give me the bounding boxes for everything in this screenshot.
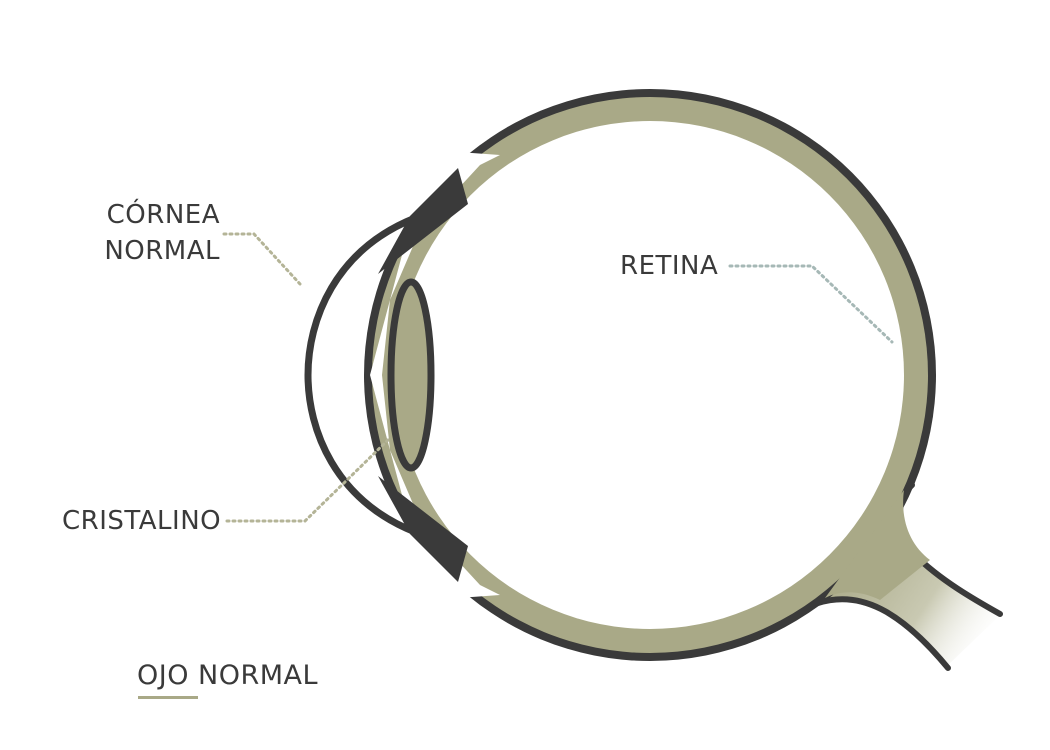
- optic-nerve-gap: [825, 490, 930, 600]
- cristalino-leader-line: [225, 438, 390, 523]
- cornea-label: CÓRNEA NORMAL: [100, 197, 220, 269]
- retina-label: RETINA: [620, 251, 719, 281]
- vitreous-cavity: [396, 121, 904, 629]
- iris-lower: [378, 476, 468, 582]
- diagram-title: OJO NORMAL: [137, 660, 319, 691]
- cornea-label-line1: CÓRNEA: [106, 200, 220, 230]
- lens: [387, 278, 435, 472]
- optic-nerve-edge-bottom: [815, 596, 951, 671]
- cornea-leader-line: [222, 232, 302, 286]
- cornea-label-line2: NORMAL: [104, 236, 220, 266]
- cornea: [304, 214, 417, 536]
- cristalino-label: CRISTALINO: [62, 506, 222, 536]
- title-underline: [138, 696, 198, 699]
- retina-leader-line: [728, 264, 894, 344]
- anterior-opening: [370, 150, 500, 600]
- iris-upper: [378, 168, 468, 274]
